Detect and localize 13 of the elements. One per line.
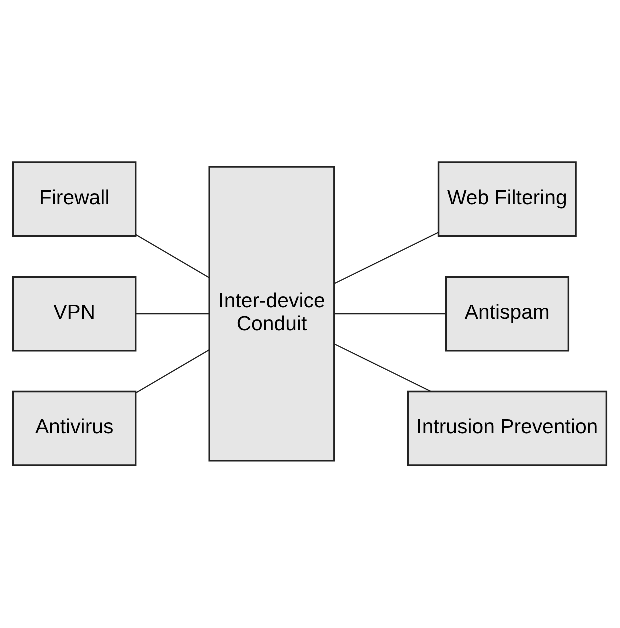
connector [136, 234, 210, 278]
node-box: Web Filtering [438, 162, 577, 238]
node-box: Intrusion Prevention [407, 390, 608, 466]
node-box: Antivirus [12, 390, 137, 466]
connector [136, 313, 210, 315]
connector [334, 232, 439, 284]
connector [334, 344, 432, 392]
node-box: Antispam [445, 276, 570, 352]
node-box: VPN [12, 276, 137, 352]
connector [136, 350, 210, 394]
node-box: Inter-device Conduit [208, 166, 336, 462]
node-box: Firewall [12, 162, 137, 238]
connector [334, 313, 446, 315]
